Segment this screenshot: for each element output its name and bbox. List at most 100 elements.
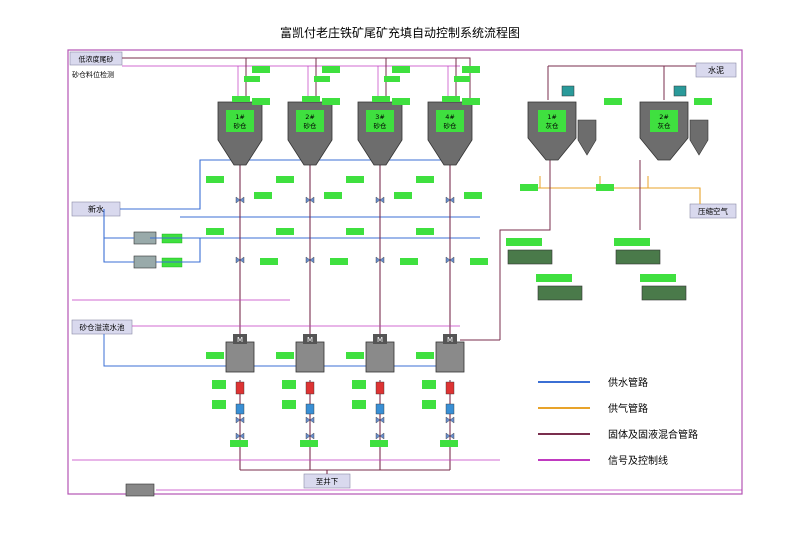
instrument-tag [416, 228, 434, 235]
feeder-1 [506, 238, 553, 265]
mixer-3: M [346, 334, 395, 415]
sand-bin-panel [296, 110, 324, 132]
instrument-tag [322, 66, 340, 73]
cement-bin-label: 1# [547, 113, 557, 121]
flow-meter [445, 403, 455, 415]
valve-icon [305, 416, 315, 424]
feeder-body [615, 249, 661, 265]
cement-to-mix-1 [499, 160, 551, 340]
valve-icon [235, 416, 245, 424]
feeder-2 [536, 274, 583, 301]
cement-label: 水泥 [708, 65, 724, 75]
sand-bin-level-tag [302, 96, 320, 102]
instrument-tag [416, 176, 434, 183]
instrument-tag [604, 98, 622, 105]
mixer-4: M [416, 334, 465, 415]
cement-bin-panel [538, 110, 566, 132]
instrument-tag [470, 258, 488, 265]
pipes [72, 57, 742, 491]
mixer-label: M [377, 336, 383, 344]
legend-label: 固体及固液混合管路 [608, 428, 698, 441]
instrument-tag [254, 192, 272, 199]
sand-bin-3: 3#砂仓 [357, 76, 403, 166]
diagram-title: 富凯付老庄铁矿尾矿充填自动控制系统流程图 [280, 25, 520, 40]
mixer-body [295, 341, 325, 373]
feeders [506, 238, 687, 301]
dust-collector [673, 85, 687, 97]
instrument-tag [276, 176, 294, 183]
valve-icon [235, 256, 245, 264]
feeder-body [507, 249, 553, 265]
instrument-tag [324, 192, 342, 199]
valve-icon [445, 416, 455, 424]
pump-2 [133, 255, 157, 269]
water-source: 新水 [71, 201, 121, 217]
sand-bin-label: 砂仓 [304, 121, 318, 130]
instrument-tag [346, 228, 364, 235]
valve-icon [305, 432, 315, 440]
legend-item-3: 固体及固液混合管路 [538, 428, 698, 441]
instrument-tag [230, 440, 248, 447]
sand-bin-4: 4#砂仓 [427, 76, 473, 166]
cement-bin-2: 2#灰仓 [639, 85, 709, 161]
valve-icon [305, 256, 315, 264]
mixer-body [435, 341, 465, 373]
sand-bin-2: 2#砂仓 [287, 76, 333, 166]
cement-bin-panel [650, 110, 678, 132]
instrument-tag [694, 98, 712, 105]
underground-target: 至井下 [303, 473, 351, 489]
mixer-water-tag [416, 352, 434, 359]
valve-icon [305, 196, 315, 204]
sand-bins: 1#砂仓2#砂仓3#砂仓4#砂仓 [217, 76, 473, 166]
mixer-motor [233, 334, 247, 344]
legend-label: 供水管路 [608, 376, 648, 389]
instrument-tag [252, 98, 270, 105]
sand-bin-panel [226, 110, 254, 132]
feeder-4 [640, 274, 687, 301]
sand-bin-label: 4# [445, 113, 455, 121]
legend-item-1: 供水管路 [538, 376, 648, 389]
dust-collector [561, 85, 575, 97]
feeder-body [537, 285, 583, 301]
water-pump-line-2 [156, 238, 201, 263]
legend-item-2: 供气管路 [538, 402, 648, 415]
tailings-header [122, 57, 471, 100]
feeder-body [641, 285, 687, 301]
sand-bin-label: 2# [305, 113, 315, 121]
flow-tag [352, 400, 366, 409]
instrument-tag [276, 228, 294, 235]
mixer-body [365, 341, 395, 373]
air-source: 压缩空气 [689, 203, 737, 219]
cement-sub-hopper [689, 119, 709, 156]
cement-bin-label: 灰仓 [546, 121, 560, 130]
instrument-tag [206, 228, 224, 235]
instrument-tag [392, 98, 410, 105]
water-pumps [133, 231, 183, 269]
cement-bin-1: 1#灰仓 [527, 85, 597, 161]
sand-bin-panel [436, 110, 464, 132]
instrument-tag [346, 176, 364, 183]
valve-icon [235, 196, 245, 204]
density-tag [422, 380, 436, 389]
instrument-tag [330, 258, 348, 265]
valve-icon [375, 196, 385, 204]
mixer-water-tag [206, 352, 224, 359]
density-meter [305, 381, 315, 395]
mixer-1: M [206, 334, 255, 415]
cement-bins: 1#灰仓2#灰仓 [527, 85, 709, 161]
cement-sub-hopper [577, 119, 597, 156]
valve-icon [445, 256, 455, 264]
flow-tag [212, 400, 226, 409]
sand-bin-level-tag [442, 96, 460, 102]
instrument-tag [596, 184, 614, 191]
water-main [120, 159, 460, 210]
instrument-tag [462, 98, 480, 105]
mixer-motor [303, 334, 317, 344]
sand-bin-valve-tag [384, 76, 400, 82]
cement-bin-label: 2# [659, 113, 669, 121]
flow-tag [422, 400, 436, 409]
cement-source: 水泥 [695, 62, 737, 78]
